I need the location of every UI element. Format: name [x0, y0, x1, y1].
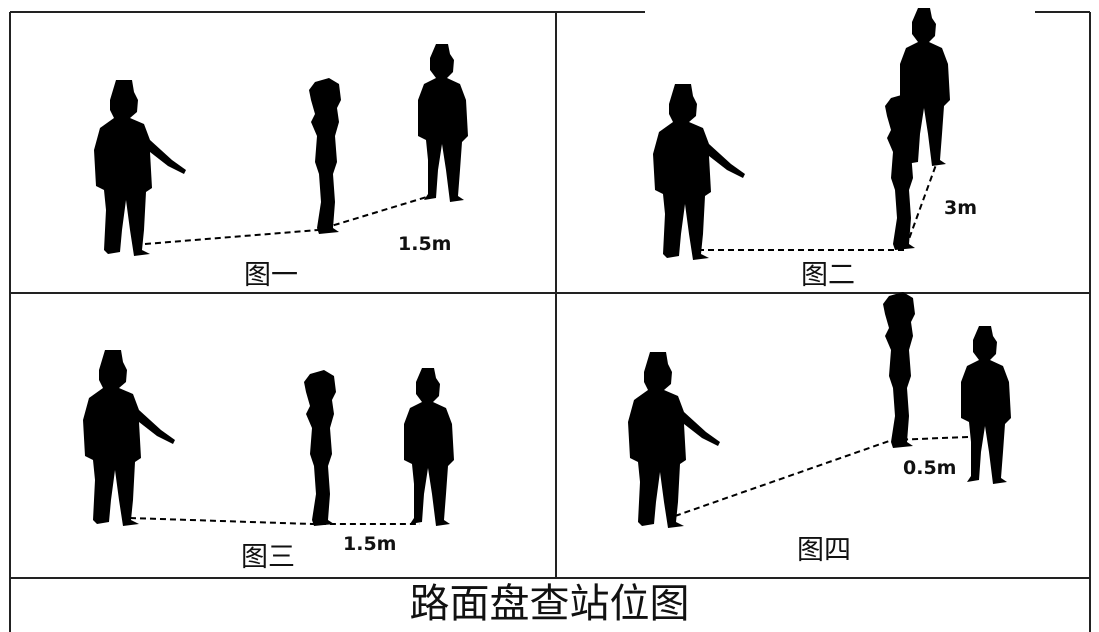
- panel-1-distance-line: [144, 195, 431, 245]
- panel-3-figures: [83, 350, 454, 526]
- panel-2-figures: [653, 8, 950, 260]
- panel-4-caption: 图四: [797, 535, 851, 566]
- officer-silhouette: [653, 84, 745, 260]
- panel-1-caption: 图一: [244, 260, 298, 291]
- panel-1-figures: [94, 44, 468, 256]
- panel-2-distance-label: 3m: [944, 197, 978, 219]
- woman-silhouette: [309, 78, 341, 234]
- man-silhouette: [418, 44, 468, 202]
- man-silhouette: [404, 368, 454, 526]
- panel-4-figures: [628, 292, 1011, 528]
- panel-4-distance-label: 0.5m: [903, 457, 957, 479]
- woman-silhouette: [304, 370, 336, 526]
- man-silhouette: [961, 326, 1011, 484]
- panel-1-distance-label: 1.5m: [398, 233, 452, 255]
- grid-borders: [9, 11, 1091, 632]
- panel-2-caption: 图二: [801, 260, 855, 291]
- officer-silhouette: [628, 352, 720, 528]
- officer-silhouette: [94, 80, 186, 256]
- panel-3-distance-label: 1.5m: [343, 533, 397, 555]
- woman-silhouette: [883, 292, 915, 448]
- panel-4-distance-line: [674, 436, 969, 517]
- panel-3-distance-line: [129, 517, 420, 525]
- officer-silhouette: [83, 350, 175, 526]
- panel-3-caption: 图三: [241, 542, 295, 573]
- figure-title: 路面盘查站位图: [409, 581, 690, 627]
